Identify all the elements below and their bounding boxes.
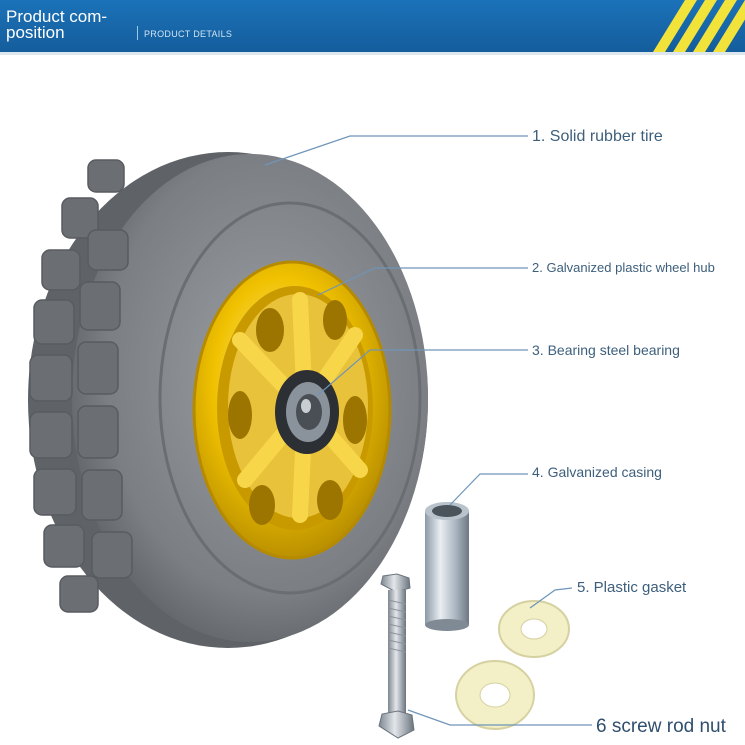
label-galvanized-casing: 4. Galvanized casing — [532, 464, 662, 480]
leader-lines — [264, 135, 592, 726]
banner-shadow — [0, 52, 745, 55]
title-divider — [137, 26, 138, 40]
label-solid-rubber-tire: 1. Solid rubber tire — [532, 128, 663, 145]
screw-rod-nut — [378, 573, 415, 739]
page-title: Product com- position — [6, 7, 108, 42]
label-wheel-hub: 2. Galvanized plastic wheel hub — [532, 260, 715, 275]
page-subtitle: PRODUCT DETAILS — [144, 29, 233, 39]
header-banner: Product com- position PRODUCT DETAILS — [0, 0, 745, 52]
plastic-gasket — [455, 600, 570, 730]
label-bearing: 3. Bearing steel bearing — [532, 342, 680, 358]
label-screw-rod-nut: 6 screw rod nut — [596, 716, 726, 737]
bearing-steel-bearing — [275, 370, 339, 454]
label-plastic-gasket: 5. Plastic gasket — [577, 579, 687, 596]
galvanized-casing — [425, 502, 469, 631]
decorative-stripes — [653, 0, 745, 52]
